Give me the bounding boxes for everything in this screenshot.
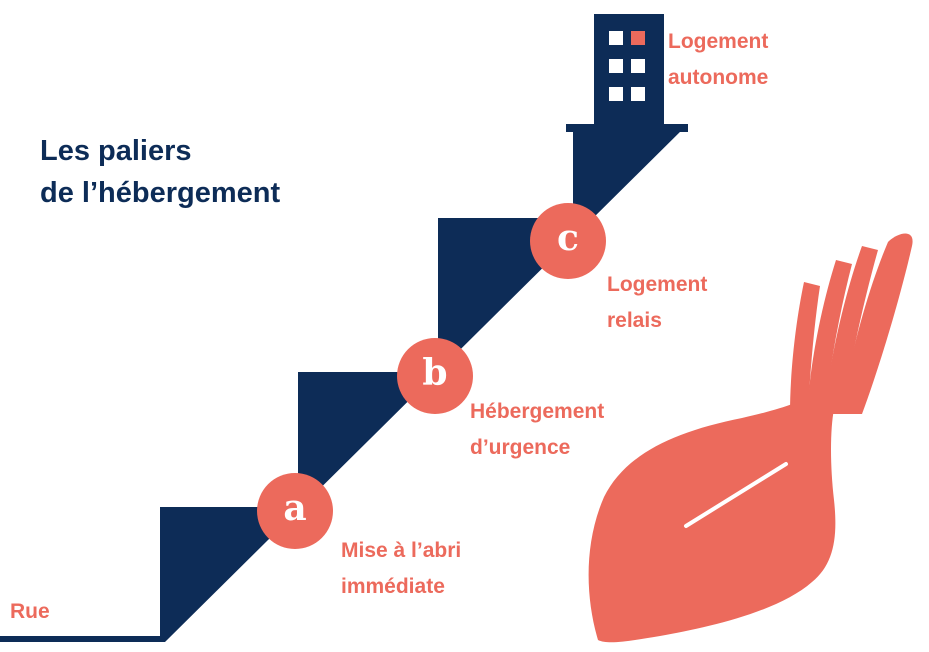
step-a-label-line-1: Mise à l’abri — [341, 539, 462, 562]
open-hand-icon — [588, 233, 913, 643]
step-badge-a: a — [257, 473, 333, 549]
goal-label-line-1: Logement — [668, 30, 769, 53]
step-c-label-line-2: relais — [607, 309, 662, 332]
step-b-label-line-1: Hébergement — [470, 400, 605, 423]
step-badge-b: b — [397, 338, 473, 414]
start-label: Rue — [10, 600, 50, 623]
step-badge-c: c — [530, 203, 606, 279]
step-a-label-line-2: immédiate — [341, 575, 445, 598]
goal-label-line-2: autonome — [668, 66, 769, 89]
step-b-label-line-2: d’urgence — [470, 436, 571, 459]
step-c-label-line-1: Logement — [607, 273, 708, 296]
page-title-line-1: Les paliers — [40, 135, 192, 167]
page-title-line-2: de l’hébergement — [40, 177, 281, 209]
ground-line — [0, 636, 165, 642]
building-icon — [566, 14, 688, 132]
